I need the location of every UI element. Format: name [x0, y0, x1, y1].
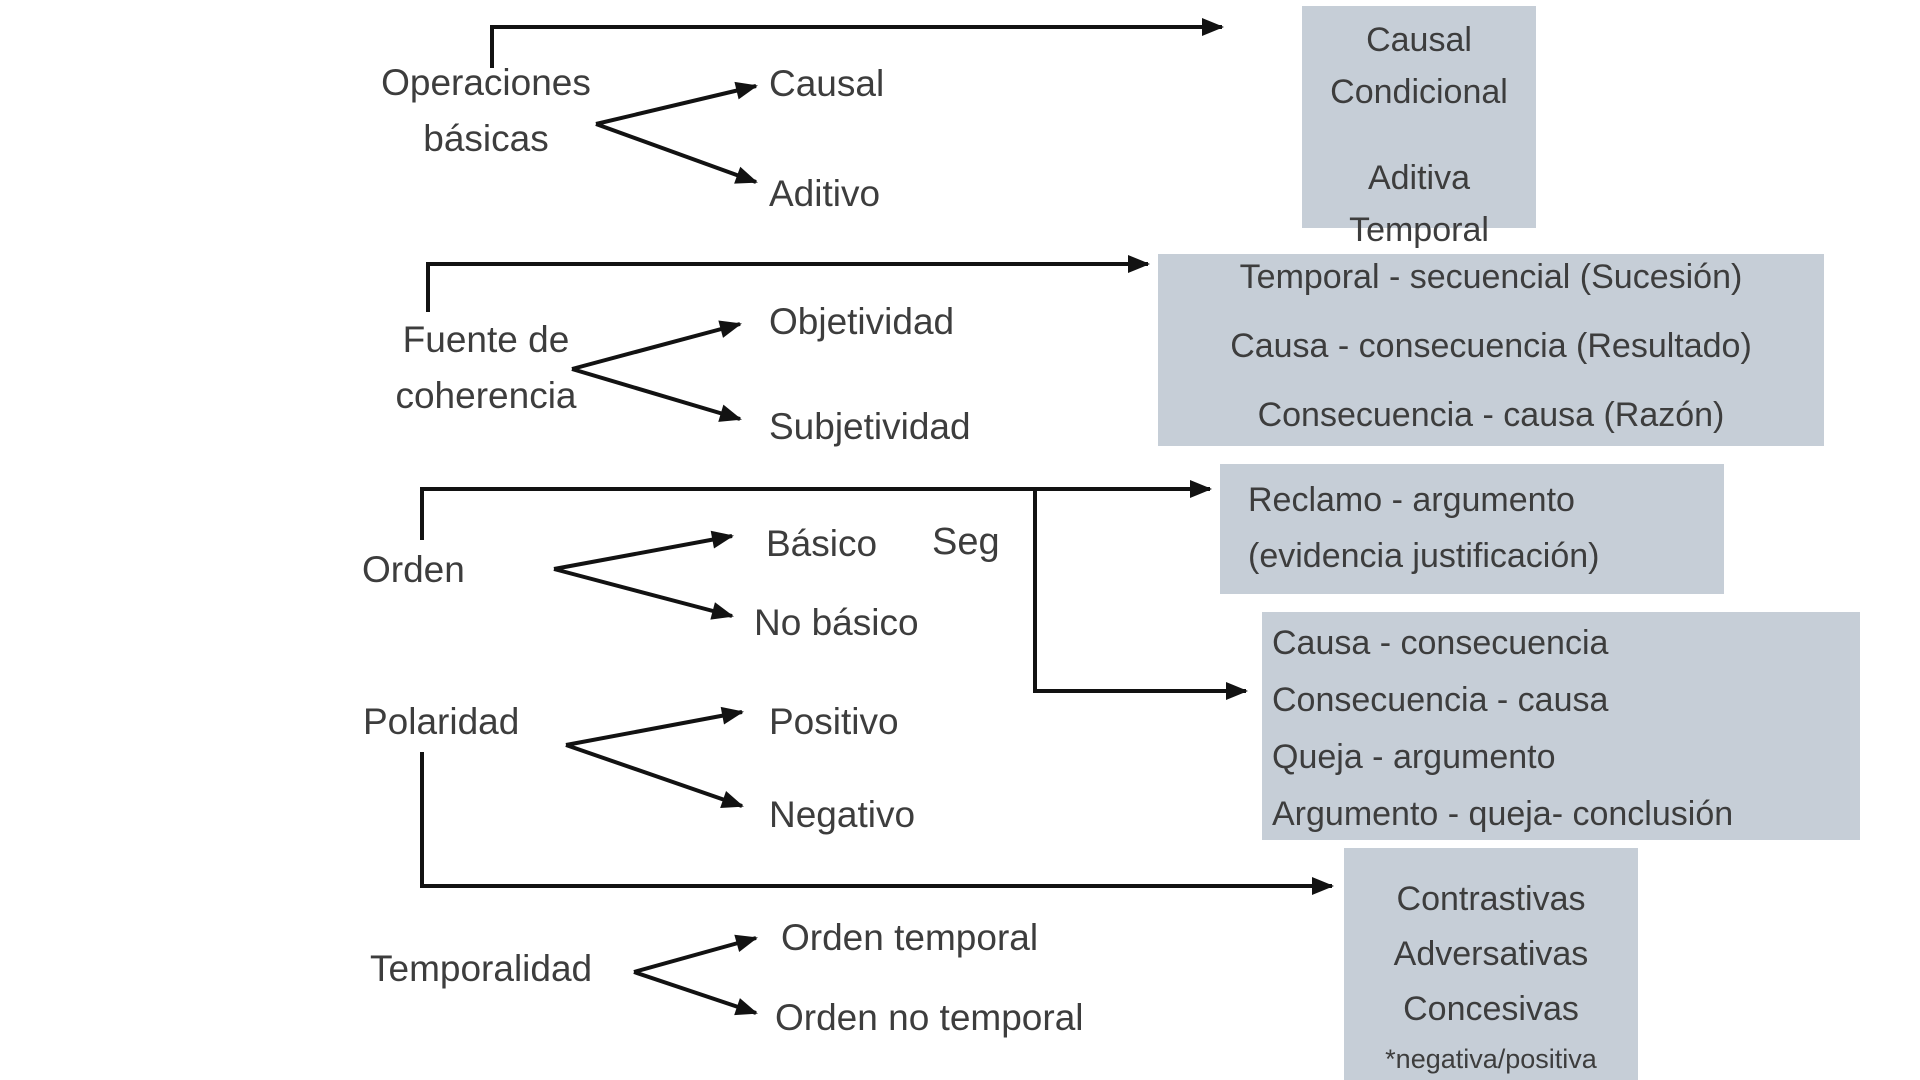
box-line: Argumento - queja- conclusión [1272, 795, 1734, 833]
box-line: Causa - consecuencia [1272, 624, 1609, 662]
node-orden-no-temporal: Orden no temporal [775, 997, 1084, 1038]
box-line: Aditiva [1367, 159, 1471, 197]
node-seg: Seg [932, 521, 1000, 563]
node-polaridad: Polaridad [363, 701, 520, 742]
arrow-polaridad-to-negativo [565, 743, 744, 808]
box-line: Consecuencia - causa [1272, 681, 1609, 719]
node-orden-temporal: Orden temporal [781, 917, 1039, 958]
arrow-orden-to-basico [553, 530, 734, 571]
node-label-line: Fuente de [402, 319, 570, 360]
result-box-operaciones: Causal Condicional Aditiva Temporal [1302, 6, 1536, 249]
node-label-line: coherencia [395, 375, 577, 416]
box-line: Condicional [1330, 73, 1508, 111]
result-box-polaridad: Contrastivas Adversativas Concesivas *ne… [1344, 848, 1638, 1080]
box-line: Consecuencia - causa (Razón) [1257, 396, 1725, 434]
arrow-fuente-to-box [426, 255, 1150, 312]
node-subjetividad: Subjetividad [769, 406, 971, 447]
box-line: Reclamo - argumento [1248, 481, 1575, 519]
box-line: Adversativas [1393, 935, 1589, 973]
box-line: Queja - argumento [1272, 738, 1556, 776]
box-line: Contrastivas [1396, 880, 1586, 918]
arrow-temporalidad-to-orden-temporal [633, 934, 758, 974]
arrow-orden-to-box [420, 480, 1212, 540]
box-line: Causa - consecuencia (Resultado) [1230, 327, 1752, 365]
node-objetividad: Objetividad [769, 301, 955, 342]
arrow-operaciones-to-causal [595, 81, 758, 126]
node-no-basico: No básico [754, 602, 919, 643]
node-label-line: Operaciones [381, 62, 591, 103]
result-box-orden: Reclamo - argumento (evidencia justifica… [1220, 464, 1724, 594]
box-line: (evidencia justificación) [1248, 537, 1600, 575]
node-orden: Orden [362, 549, 465, 590]
arrow-fuente-to-subjetividad [571, 367, 742, 422]
node-negativo: Negativo [769, 794, 916, 835]
node-fuente-de-coherencia: Fuente de coherencia [360, 312, 612, 424]
box-line: Causal [1366, 21, 1472, 59]
arrow-fuente-to-objetividad [571, 320, 742, 371]
arrow-orden-branch-to-box2 [1033, 489, 1248, 700]
box-line: Temporal - secuencial (Sucesión) [1239, 258, 1743, 296]
node-basico: Básico [766, 523, 878, 564]
box-line: Concesivas [1403, 990, 1579, 1028]
arrow-polaridad-to-positivo [565, 706, 744, 747]
arrow-operaciones-to-aditivo [595, 122, 758, 184]
box-line: *negativa/positiva [1385, 1044, 1597, 1074]
node-operaciones-basicas: Operaciones básicas [360, 55, 612, 167]
arrow-temporalidad-to-orden-no-temporal [633, 970, 758, 1016]
result-box-orden-2: Causa - consecuencia Consecuencia - caus… [1262, 612, 1860, 840]
result-box-fuente: Temporal - secuencial (Sucesión) Causa -… [1158, 254, 1824, 446]
node-aditivo: Aditivo [769, 173, 881, 214]
arrow-orden-to-no-basico [553, 567, 734, 620]
node-causal: Causal [769, 63, 885, 104]
node-label-line: básicas [423, 118, 549, 159]
arrow-operaciones-to-box [490, 18, 1224, 68]
node-positivo: Positivo [769, 701, 899, 742]
node-temporalidad: Temporalidad [370, 948, 593, 989]
box-line: Temporal [1349, 211, 1489, 249]
arrow-polaridad-to-box [420, 752, 1334, 895]
